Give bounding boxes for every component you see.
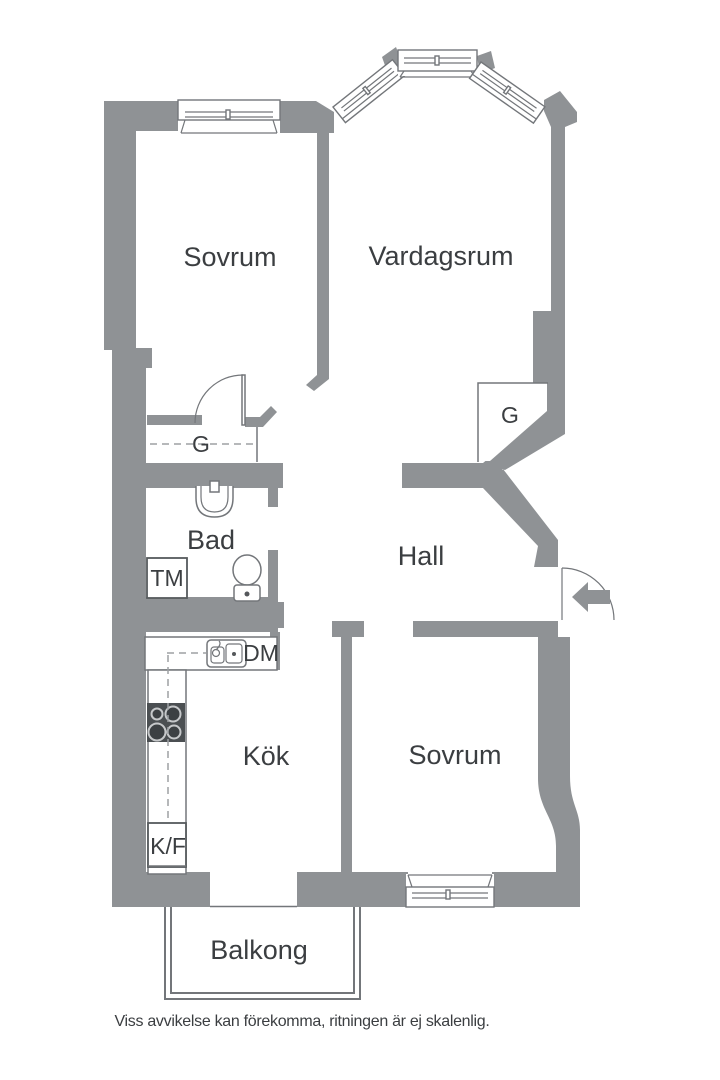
door-swing-arc [194,374,244,424]
bathroom-sink-icon [195,480,234,518]
fridge-freezer [147,822,187,868]
disclaimer-text: Viss avvikelse kan förekomma, ritningen … [114,1013,489,1030]
room-label-bedroom-bottom: Sovrum [408,740,501,770]
bay-window-right [468,61,546,125]
window-bedroom-top [177,99,281,134]
room-label-hall: Hall [398,541,445,571]
kitchen-sink-icon [206,639,247,668]
bay-window-left [332,58,406,124]
window-bedroom-bottom [405,874,495,908]
toilet-icon [232,554,262,602]
closet-hall [477,382,548,462]
walls [104,47,580,907]
label-washing-machine: TM [150,565,183,591]
entry-arrow-icon [572,582,610,612]
room-label-balcony: Balkong [210,935,308,965]
closet-bedroom [150,427,258,462]
label-fridge-freezer: K/F [150,833,186,859]
stove-icon [147,703,185,742]
room-label-kitchen: Kök [243,741,290,771]
kitchen-dashed-lines [167,652,206,822]
room-label-bathroom: Bad [187,525,235,555]
room-label-bedroom-top: Sovrum [183,242,276,272]
door-bedroom-top [194,374,246,426]
label-dishwasher: DM [243,640,279,666]
entry-door [561,567,615,621]
bay-window-center [397,49,478,78]
room-label-living-room: Vardagsrum [368,241,513,271]
washing-machine [146,557,188,599]
label-closet-hall: G [501,402,519,428]
closet-hall-partition [477,382,548,462]
balcony-railing [164,907,361,1000]
entry-door-swing-arc [561,567,615,621]
closet-hall-floor [478,383,547,461]
door-leaf [241,374,246,426]
label-closet-bedroom: G [192,431,210,457]
